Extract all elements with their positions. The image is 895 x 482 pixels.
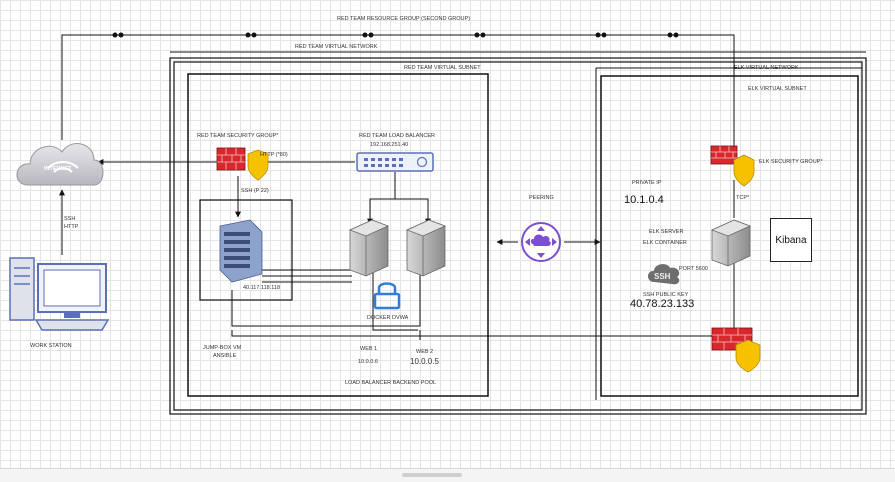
load-balancer-icon bbox=[356, 152, 434, 172]
ssh-key-icon: SSH bbox=[648, 264, 680, 285]
private-ip-value: 10.1.0.4 bbox=[624, 194, 664, 206]
elk-vnet-box bbox=[595, 67, 862, 400]
internet-label: INTERNET bbox=[44, 166, 72, 172]
red-vnet-label: RED TEAM VIRTUAL NETWORK bbox=[295, 44, 378, 50]
resource-group-line bbox=[61, 34, 735, 150]
load-balancer-label: RED TEAM LOAD BALANCER bbox=[359, 133, 436, 139]
jump-ip-label: 40.117.118.118 bbox=[243, 285, 281, 291]
red-team-firewall-icon bbox=[216, 147, 246, 171]
elk-bottom-shield-icon bbox=[735, 339, 761, 373]
red-team-shield-icon bbox=[247, 149, 269, 181]
tcp-label: TCP* bbox=[736, 195, 750, 201]
lb-pool-label: LOAD BALANCER BACKEND POOL bbox=[345, 380, 437, 386]
red-vnet-box bbox=[169, 57, 867, 415]
web2-ip-label: 10.0.0.5 bbox=[410, 357, 439, 366]
work-station-icon bbox=[9, 257, 110, 331]
elk-server-icon bbox=[710, 219, 752, 267]
elk-vnet-label: ELK VIRTUAL NETWORK bbox=[734, 65, 799, 71]
resource-group-label: RED TEAM RESOURCE GROUP (SECOND GROUP) bbox=[337, 16, 471, 22]
peering-icon bbox=[521, 222, 561, 262]
web1-server-icon bbox=[348, 219, 390, 277]
web2-label: WEB 2 bbox=[416, 349, 434, 355]
jump-box-server-icon bbox=[219, 219, 263, 283]
peering-label: PEERING bbox=[529, 195, 554, 201]
ssh-link-label: SSH bbox=[64, 216, 76, 222]
internet-cloud-icon bbox=[16, 143, 104, 186]
red-sec-group-label: RED TEAM SECURITY GROUP* bbox=[197, 133, 279, 139]
elk-shield-icon bbox=[733, 154, 755, 187]
ssh-22-label: SSH (P 22) bbox=[241, 188, 269, 194]
port-label: PORT 5600 bbox=[679, 266, 708, 272]
elk-subnet-label: ELK VIRTUAL SUBNET bbox=[748, 86, 807, 92]
elk-subnet-box bbox=[600, 75, 859, 397]
red-subnet-label: RED TEAM VIRTUAL SUBNET bbox=[404, 65, 481, 71]
ansible-label: ANSIBLE bbox=[213, 353, 237, 359]
web2-server-icon bbox=[405, 219, 447, 277]
web1-label: WEB 1 bbox=[360, 346, 378, 352]
docker-dvwa-label: DOCKER DVWA bbox=[367, 315, 409, 321]
ssh-badge-text: SSH bbox=[654, 272, 671, 281]
connectors bbox=[59, 34, 866, 340]
elk-sec-group-label: ELK SECURITY GROUP* bbox=[759, 159, 823, 165]
ssh-public-key-label: SSH PUBLIC KEY bbox=[643, 292, 689, 298]
jump-box-label: JUMP-BOX VM bbox=[203, 345, 242, 351]
kibana-box: Kibana bbox=[770, 218, 812, 262]
scrollbar-handle[interactable] bbox=[402, 473, 462, 477]
private-ip-label: PRIVATE IP bbox=[632, 180, 662, 186]
red-subnet-box bbox=[187, 73, 489, 397]
elk-container-label: ELK CONTAINER bbox=[643, 240, 687, 246]
lb-ip-label: 192.168.251.40 bbox=[370, 142, 409, 148]
flow-markers bbox=[112, 32, 679, 38]
elk-firewall-icon bbox=[710, 145, 738, 165]
http-80-label: HTTP (*80) bbox=[260, 152, 288, 158]
web1-ip-label: 10.0.0.6 bbox=[358, 359, 378, 365]
jump-box-container bbox=[199, 199, 293, 301]
elk-server-label: ELK SERVER bbox=[649, 229, 684, 235]
public-ip-value: 40.78.23.133 bbox=[630, 298, 695, 310]
work-station-label: WORK STATION bbox=[30, 343, 72, 349]
lock-icon bbox=[373, 282, 401, 310]
http-link-label: HTTP bbox=[64, 224, 79, 230]
